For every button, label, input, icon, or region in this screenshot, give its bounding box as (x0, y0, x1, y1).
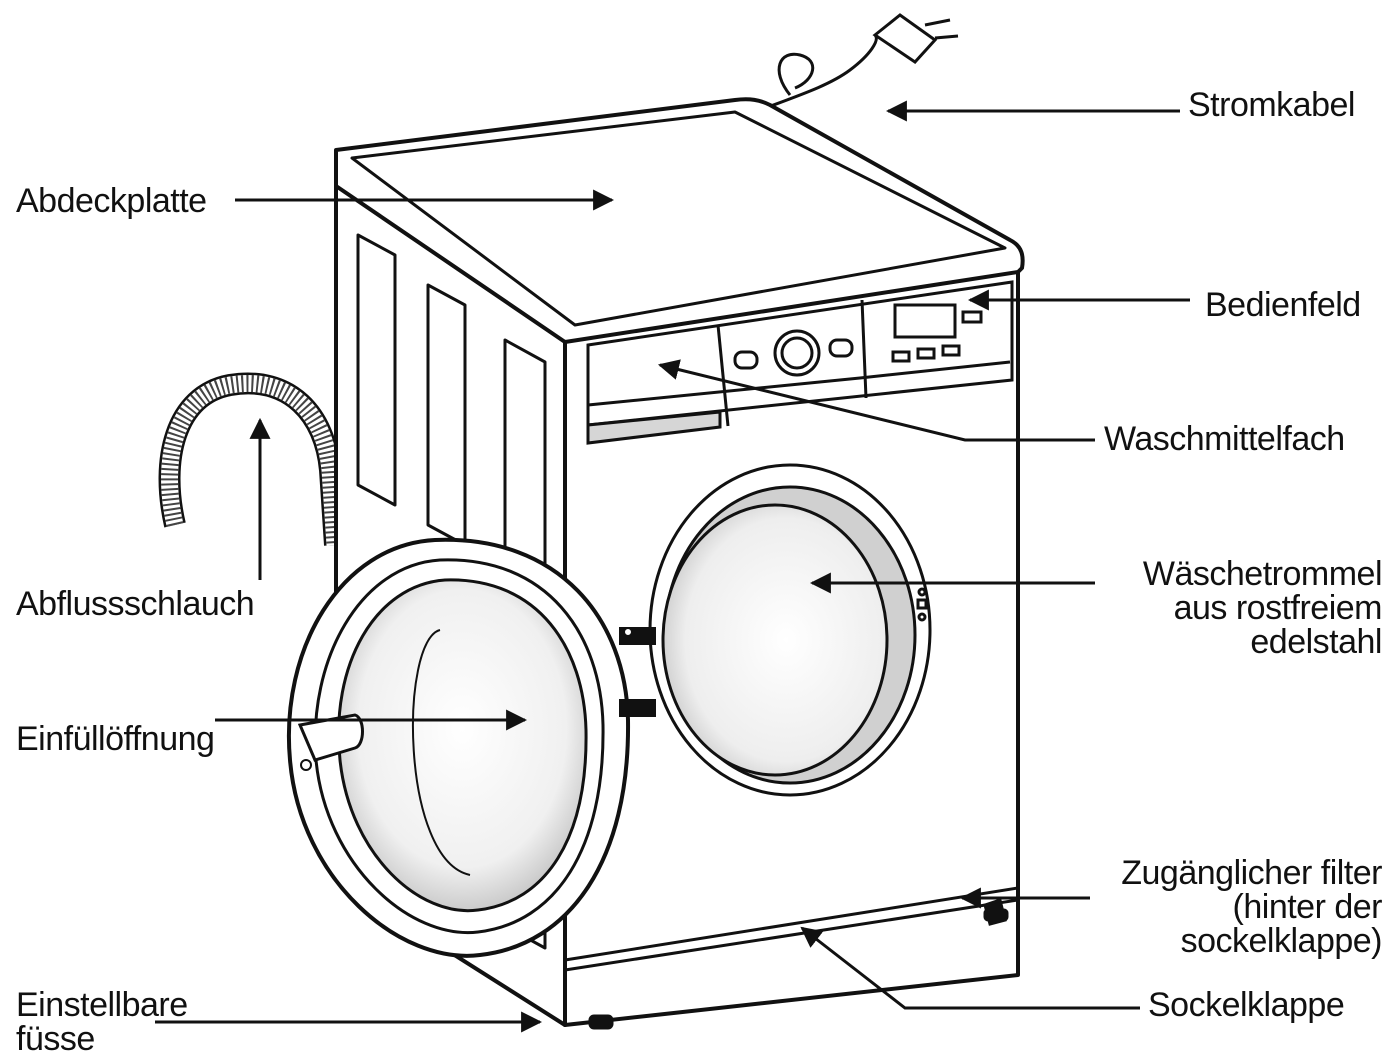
label-abdeckplatte: Abdeckplatte (16, 182, 207, 220)
power-cable (759, 13, 959, 112)
drain-hose (158, 372, 346, 546)
label-filter-line1: Zugänglicher filter (1121, 854, 1382, 892)
label-waeschetrommel-line3: edelstahl (1250, 623, 1382, 661)
label-einfuelloeffnung: Einfüllöffnung (16, 720, 215, 758)
plinth (564, 886, 1019, 1030)
label-fuesse-line2: füsse (16, 1020, 95, 1058)
leader-waschmittelfach (657, 359, 1095, 442)
drum-porthole (648, 463, 932, 797)
label-stromkabel: Stromkabel (1188, 86, 1355, 124)
label-waeschetrommel-line2: aus rostfreiem (1173, 589, 1383, 627)
label-waeschetrommel: Wäschetrommel aus rostfreiem edelstahl (1142, 555, 1383, 661)
label-abflussschlauch: Abflussschlauch (16, 585, 255, 623)
control-panel (586, 280, 1014, 445)
label-fuesse-line1: Einstellbare (16, 986, 188, 1024)
leader-sockelklappe (800, 926, 1140, 1010)
label-bedienfeld: Bedienfeld (1205, 286, 1361, 324)
leader-lines (155, 100, 1190, 1033)
label-filter: Zugänglicher filter (hinter der sockelkl… (1121, 856, 1382, 958)
open-door (286, 537, 656, 958)
label-filter-line3: sockelklappe) (1180, 922, 1383, 960)
label-waschmittelfach: Waschmittelfach (1104, 420, 1345, 458)
label-einstellbare-fuesse: Einstellbare füsse (16, 988, 188, 1056)
label-waeschetrommel-line1: Wäschetrommel (1142, 555, 1383, 593)
label-sockelklappe: Sockelklappe (1148, 986, 1345, 1024)
label-filter-line2: (hinter der (1232, 888, 1383, 926)
